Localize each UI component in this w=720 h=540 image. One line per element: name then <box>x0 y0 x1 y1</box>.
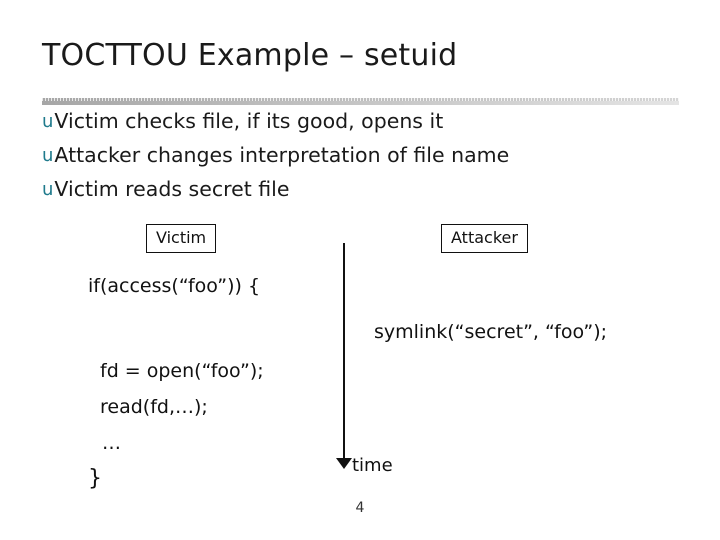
bullet-list: u Victim checks file, if its good, opens… <box>42 108 692 210</box>
time-axis-arrow-icon <box>336 458 352 469</box>
list-item-label: Victim reads secret file <box>54 177 290 201</box>
attacker-code-line: symlink(“secret”, “foo”); <box>374 321 608 343</box>
page-title: TOCTTOU Example – setuid <box>42 38 458 73</box>
page-number: 4 <box>355 500 365 516</box>
list-item: u Attacker changes interpretation of fil… <box>42 142 692 169</box>
list-item: u Victim checks file, if its good, opens… <box>42 108 692 135</box>
title-divider <box>42 98 679 105</box>
sequence-diagram: Victim Attacker if(access(“foo”)) { fd =… <box>0 215 720 540</box>
victim-code-line-2: fd = open(“foo”); <box>100 360 264 382</box>
bullet-marker-icon: u <box>42 111 54 132</box>
list-item-label: Attacker changes interpretation of file … <box>54 143 510 167</box>
time-axis-label: time <box>352 455 393 476</box>
victim-actor-box: Victim <box>146 224 217 253</box>
attacker-actor-box: Attacker <box>441 224 528 253</box>
list-item-label: Victim checks file, if its good, opens i… <box>54 109 444 133</box>
victim-code-line-3: read(fd,…); <box>100 396 208 418</box>
victim-code-line-1: if(access(“foo”)) { <box>88 275 261 297</box>
time-axis-line <box>343 243 345 465</box>
bullet-marker-icon: u <box>42 179 54 200</box>
victim-code-line-4: … <box>102 432 121 454</box>
bullet-marker-icon: u <box>42 145 54 166</box>
list-item: u Victim reads secret file <box>42 176 692 203</box>
victim-code-line-5: } <box>88 466 102 491</box>
